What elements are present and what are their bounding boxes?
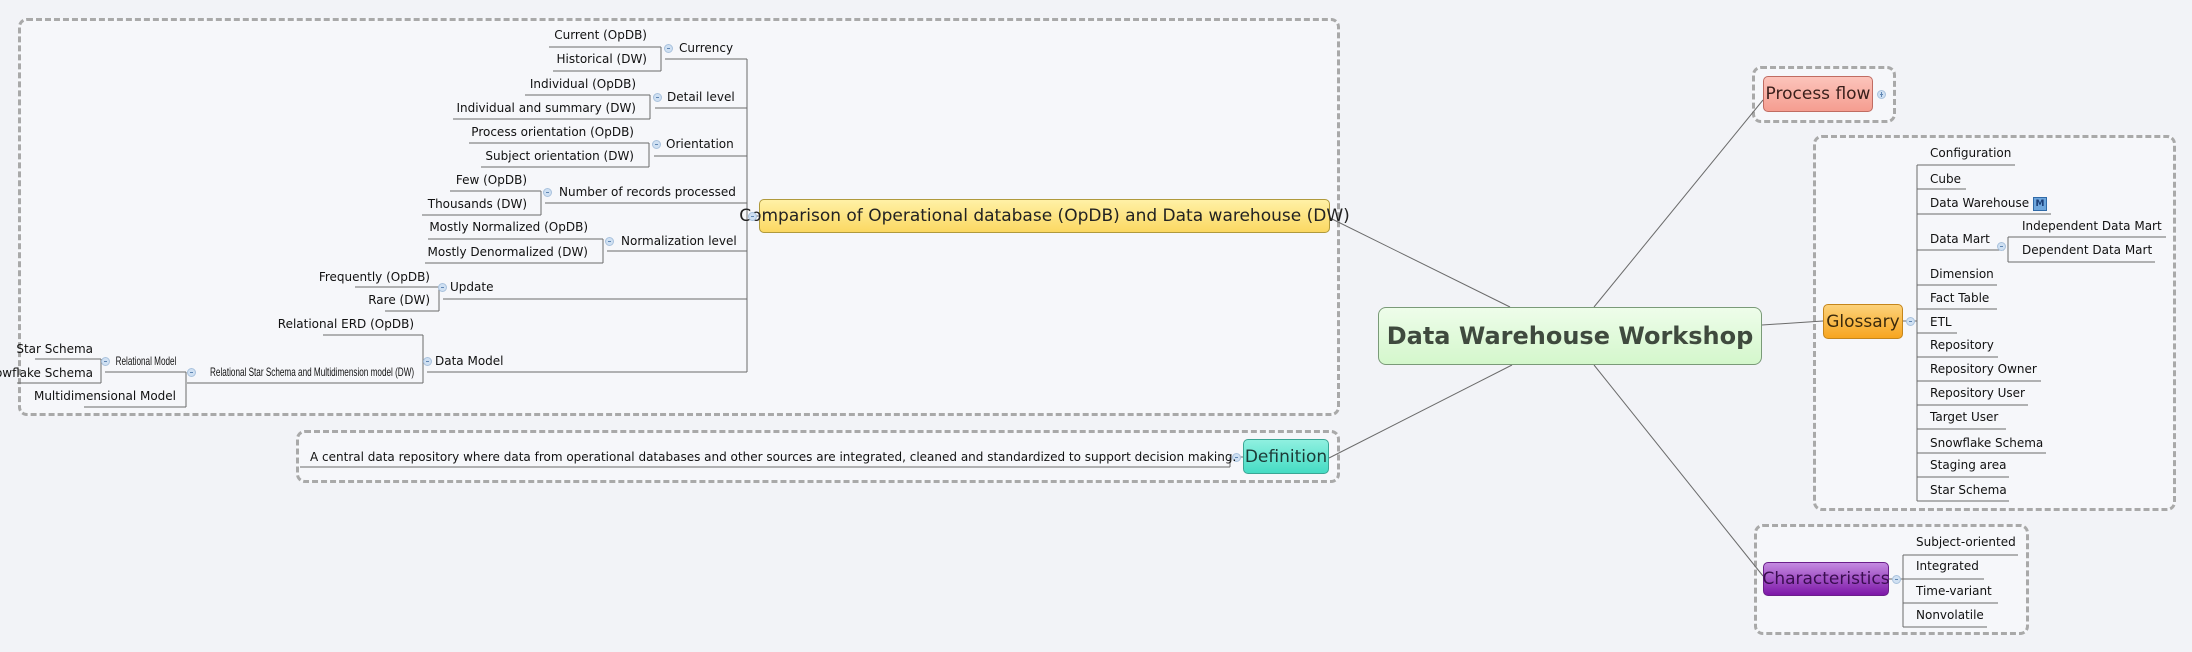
- collapse-icon[interactable]: [653, 93, 662, 102]
- data-mart-child[interactable]: Dependent Data Mart: [2022, 243, 2153, 257]
- snowflake-schema-label: Snowflake Schema: [0, 366, 93, 380]
- orientation-label: Orientation: [666, 137, 734, 151]
- glossary-item[interactable]: Star Schema: [1930, 483, 2007, 497]
- data-model-opdb: Relational ERD (OpDB): [277, 317, 414, 331]
- collapse-icon[interactable]: [605, 237, 614, 246]
- normalization-label: Normalization level: [621, 234, 737, 248]
- collapse-icon[interactable]: [664, 44, 673, 53]
- glossary-item[interactable]: Dimension: [1930, 267, 1994, 281]
- currency-opdb: Current (OpDB): [554, 28, 647, 42]
- data-model-label: Data Model: [435, 354, 504, 368]
- glossary-item[interactable]: ETL: [1930, 315, 1952, 329]
- collapse-icon[interactable]: [1906, 317, 1915, 326]
- glossary-item[interactable]: Data Warehouse M: [1930, 195, 2047, 211]
- collapse-icon[interactable]: [423, 357, 432, 366]
- expand-icon[interactable]: [1877, 90, 1886, 99]
- characteristic-item[interactable]: Integrated: [1916, 559, 1979, 573]
- glossary-topic[interactable]: Glossary: [1823, 304, 1903, 339]
- definition-text: A central data repository where data fro…: [310, 450, 1237, 464]
- records-dw: Thousands (DW): [427, 197, 527, 211]
- definition-topic[interactable]: Definition: [1243, 439, 1329, 474]
- characteristic-item[interactable]: Subject-oriented: [1916, 535, 2016, 549]
- star-schema-label: Star Schema: [16, 342, 93, 356]
- detail-level-label: Detail level: [667, 90, 735, 104]
- central-topic[interactable]: Data Warehouse Workshop: [1378, 307, 1762, 365]
- records-opdb: Few (OpDB): [455, 173, 527, 187]
- glossary-item[interactable]: Cube: [1930, 172, 1961, 186]
- data-mart-child[interactable]: Independent Data Mart: [2022, 219, 2162, 233]
- glossary-item[interactable]: Snowflake Schema: [1930, 436, 2044, 450]
- collapse-icon[interactable]: [187, 368, 196, 377]
- currency-label: Currency: [679, 41, 734, 55]
- collapse-icon[interactable]: [543, 188, 552, 197]
- collapse-icon[interactable]: [438, 283, 447, 292]
- normalization-opdb: Mostly Normalized (OpDB): [429, 220, 588, 234]
- normalization-dw: Mostly Denormalized (DW): [427, 245, 589, 259]
- glossary-item[interactable]: Data Mart: [1930, 232, 1990, 246]
- glossary-item-label: Data Warehouse: [1930, 196, 2030, 210]
- detail-opdb: Individual (OpDB): [529, 77, 636, 91]
- update-opdb: Frequently (OpDB): [318, 270, 430, 284]
- collapse-icon[interactable]: [101, 357, 110, 366]
- data-model-dw: Relational Star Schema and Multidimensio…: [209, 365, 414, 379]
- multidimensional-model-label: Multidimensional Model: [33, 389, 176, 403]
- glossary-item[interactable]: Repository: [1930, 338, 1994, 352]
- glossary-item[interactable]: Repository Owner: [1930, 362, 2037, 376]
- process-flow-topic[interactable]: Process flow: [1763, 76, 1873, 112]
- glossary-item[interactable]: Configuration: [1930, 146, 2012, 160]
- collapse-icon[interactable]: [748, 212, 757, 221]
- characteristics-topic[interactable]: Characteristics: [1762, 562, 1890, 596]
- glossary-item[interactable]: Repository User: [1930, 386, 2025, 400]
- orientation-opdb: Process orientation (OpDB): [471, 125, 634, 139]
- collapse-icon[interactable]: [1232, 453, 1241, 462]
- records-label: Number of records processed: [559, 185, 736, 199]
- glossary-item[interactable]: Fact Table: [1930, 291, 1990, 305]
- collapse-icon[interactable]: [652, 140, 661, 149]
- update-dw: Rare (DW): [368, 293, 430, 307]
- collapse-icon[interactable]: [1892, 575, 1901, 584]
- marker-icon[interactable]: M: [2033, 196, 2047, 211]
- glossary-item[interactable]: Target User: [1930, 410, 1999, 424]
- orientation-dw: Subject orientation (DW): [485, 149, 634, 163]
- collapse-icon[interactable]: [1997, 242, 2006, 251]
- currency-dw: Historical (DW): [556, 52, 648, 66]
- relational-model-label: Relational Model: [115, 354, 176, 368]
- comparison-topic[interactable]: Comparison of Operational database (OpDB…: [739, 199, 1350, 233]
- definition-boundary: [296, 430, 1340, 483]
- detail-dw: Individual and summary (DW): [456, 101, 636, 115]
- update-label: Update: [450, 280, 494, 294]
- characteristic-item[interactable]: Nonvolatile: [1916, 608, 1984, 622]
- characteristic-item[interactable]: Time-variant: [1916, 584, 1992, 598]
- glossary-item[interactable]: Staging area: [1930, 458, 2007, 472]
